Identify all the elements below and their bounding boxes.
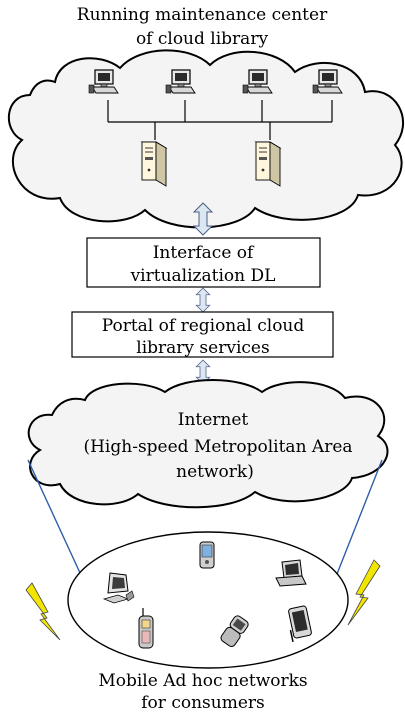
internet-cloud-line2: (High-speed Metropolitan Area bbox=[83, 437, 352, 457]
double-arrow-icon bbox=[195, 287, 211, 313]
lan-wiring bbox=[107, 100, 333, 140]
lightning-icon bbox=[347, 559, 381, 626]
laptop-icon bbox=[275, 559, 307, 587]
internet-cloud-line1: Internet bbox=[178, 410, 249, 430]
interface-box-line2: virtualization DL bbox=[130, 266, 276, 286]
flip-phone-icon bbox=[220, 615, 249, 647]
manet-ellipse bbox=[67, 531, 349, 669]
pda-icon bbox=[199, 541, 215, 569]
top-cloud bbox=[7, 49, 405, 229]
top-cloud-title-line2: of cloud library bbox=[136, 29, 269, 49]
interface-box-line1: Interface of bbox=[153, 243, 255, 263]
interface-box bbox=[86, 237, 321, 288]
manet-label-line2: for consumers bbox=[141, 693, 264, 713]
portal-box bbox=[71, 311, 334, 358]
internet-cloud-line3: network) bbox=[176, 462, 254, 482]
manet-label-line1: Mobile Ad hoc networks bbox=[98, 671, 307, 691]
lightning-icon bbox=[25, 582, 61, 641]
mobile-phone-icon bbox=[138, 608, 154, 649]
portal-box-line2: library services bbox=[136, 338, 269, 358]
smartphone-icon bbox=[288, 605, 312, 643]
portal-box-line1: Portal of regional cloud bbox=[102, 316, 305, 336]
desktop-pc-icon bbox=[102, 572, 135, 604]
server-icon bbox=[141, 141, 167, 187]
server-icon bbox=[255, 141, 281, 187]
top-cloud-title-line1: Running maintenance center bbox=[77, 5, 328, 25]
